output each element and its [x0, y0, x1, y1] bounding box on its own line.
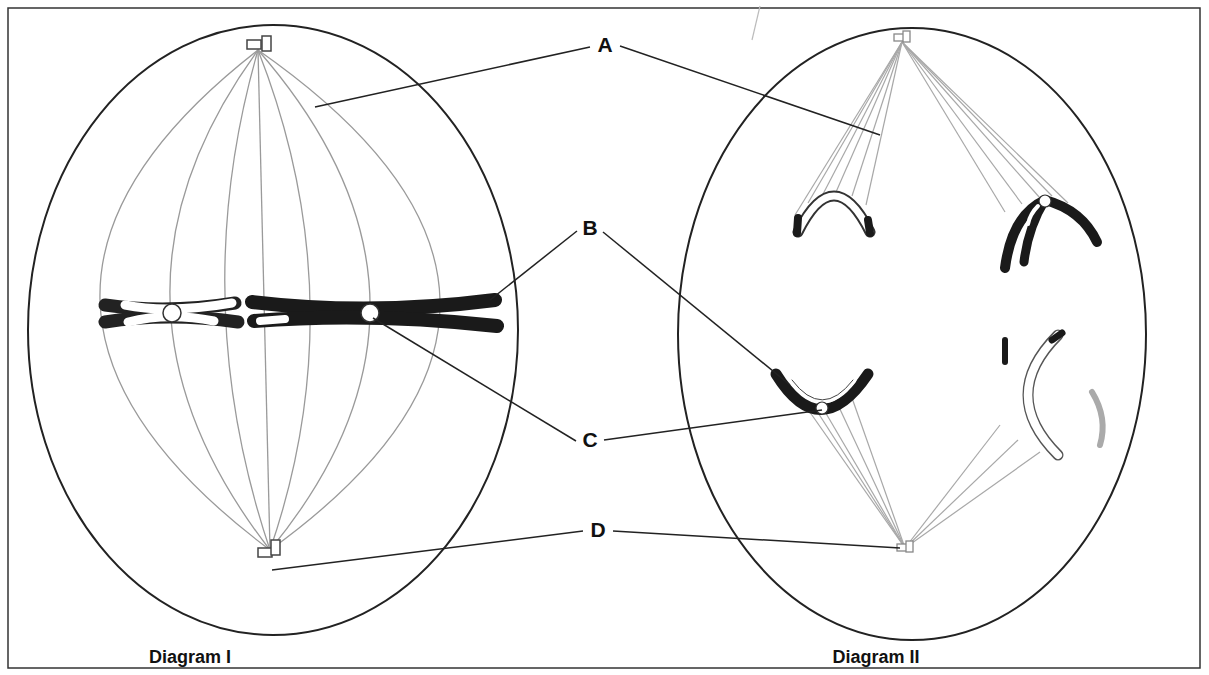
part-letter: D — [590, 518, 605, 542]
spindle-fibers — [795, 42, 1068, 548]
cell-membrane — [678, 28, 1146, 640]
part-letter: A — [597, 33, 612, 57]
leader-lines — [272, 46, 900, 570]
cell-one — [28, 25, 518, 635]
chromosome — [797, 196, 870, 233]
chromosome — [105, 303, 238, 322]
chromosome — [252, 300, 497, 326]
stray-fiber — [752, 6, 760, 40]
cell-two — [678, 6, 1146, 640]
chromosome — [776, 374, 868, 414]
chromosome — [1005, 195, 1097, 268]
centrosome — [894, 31, 913, 552]
frame — [8, 8, 1200, 668]
chromosome — [1005, 333, 1103, 455]
diagram-caption: Diagram II — [832, 647, 919, 668]
cell-membrane — [28, 25, 518, 635]
part-letter: B — [582, 216, 597, 240]
part-letter: C — [582, 428, 597, 452]
diagram-caption: Diagram I — [149, 647, 231, 668]
